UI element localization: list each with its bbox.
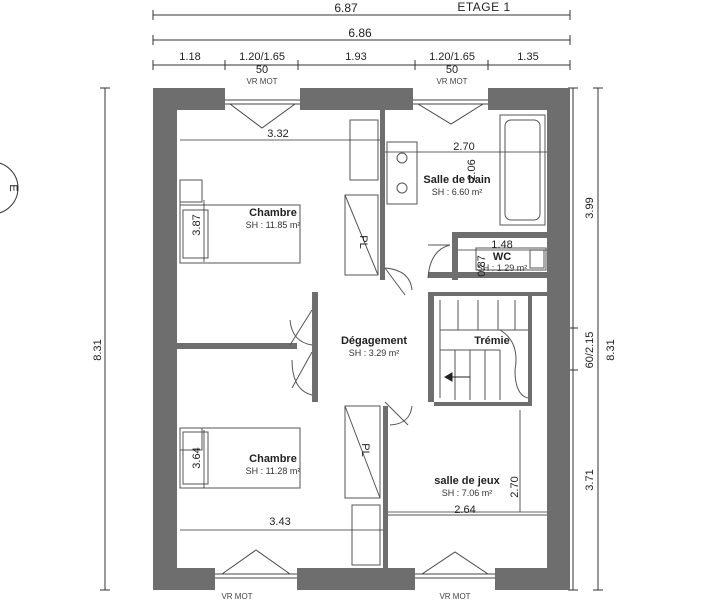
room-name-landing: Dégagement	[341, 335, 407, 347]
right-dim-lower: 3.71	[584, 469, 596, 490]
room-area-bedroom-bottom: SH : 11.28 m²	[246, 466, 301, 476]
bedroom-top-width: 3.32	[267, 128, 288, 140]
bath-depth: 2.06	[466, 159, 478, 180]
segment-width-1: 1.18	[179, 51, 200, 63]
wc-width: 1.48	[491, 239, 512, 251]
level-label: ETAGE 1	[457, 0, 510, 14]
segment-width-5: 1.35	[517, 51, 538, 63]
games-width: 2.64	[454, 504, 475, 516]
stair-direction-arrow	[443, 372, 470, 382]
total-width-second: 6.86	[348, 26, 372, 40]
room-area-games: SH : 7.06 m²	[442, 488, 493, 498]
room-area-bedroom-top: SH : 11.85 m²	[246, 220, 301, 230]
window-type-top-1: VR MOT	[246, 77, 277, 86]
bedroom-bottom-width: 3.43	[269, 516, 290, 528]
room-area-bathroom: SH : 6.60 m²	[432, 187, 483, 197]
room-name-stairwell: Trémie	[474, 335, 509, 347]
total-height-right: 8.31	[605, 339, 617, 360]
right-dim-middle: 60/2.15	[584, 332, 596, 369]
exterior-walls	[153, 88, 570, 590]
bath-width: 2.70	[453, 141, 474, 153]
closet-label-top: PL	[357, 235, 369, 248]
room-name-wc: WC	[493, 251, 511, 263]
closet-label-bottom: PL	[359, 443, 371, 456]
wc-depth: 0.87	[476, 255, 488, 276]
compass-rose: E	[0, 162, 19, 214]
furniture-outlines	[179, 114, 547, 566]
compass-letter: E	[7, 184, 19, 191]
room-name-bathroom: Salle de bain	[423, 174, 491, 186]
bedroom-top-depth: 3.87	[191, 214, 203, 235]
room-name-games: salle de jeux	[434, 475, 500, 487]
window-height-top-2: 50	[446, 64, 458, 76]
segment-width-3: 1.93	[345, 51, 366, 63]
games-depth: 2.70	[509, 476, 521, 497]
window-height-top-1: 50	[256, 64, 268, 76]
interior-dimension-lines	[180, 139, 547, 531]
right-dim-upper: 3.99	[584, 197, 596, 218]
dimension-lines-top	[152, 10, 571, 70]
segment-width-2: 1.20/1.65	[239, 51, 285, 63]
bedroom-bottom-depth: 3.64	[191, 447, 203, 468]
room-name-bedroom-bottom: Chambre	[249, 453, 297, 465]
windows	[215, 99, 495, 579]
room-area-landing: SH : 3.29 m²	[349, 348, 400, 358]
door-swings	[289, 244, 451, 426]
total-width-top: 6.87	[334, 1, 358, 15]
window-type-bottom-2: VR MOT	[439, 592, 470, 600]
interior-walls	[177, 110, 557, 568]
dimension-lines-sides	[100, 87, 603, 591]
room-name-bedroom-top: Chambre	[249, 207, 297, 219]
total-height-left: 8.31	[92, 339, 104, 360]
room-area-wc: SH : 1.29 m²	[477, 263, 528, 273]
segment-width-4: 1.20/1.65	[429, 51, 475, 63]
window-type-top-2: VR MOT	[436, 77, 467, 86]
window-type-bottom-1: VR MOT	[221, 592, 252, 600]
